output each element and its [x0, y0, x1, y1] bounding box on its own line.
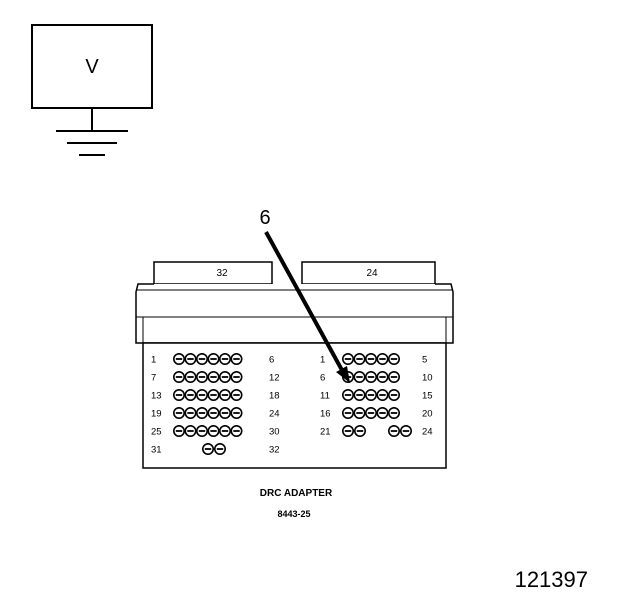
pin-socket-icon — [214, 442, 227, 455]
pin-range-start: 21 — [320, 427, 331, 438]
pin-socket-icon — [387, 388, 400, 401]
pin-socket-icon — [196, 388, 209, 401]
callout-number: 6 — [259, 207, 270, 229]
adapter-caption-name: DRC ADAPTER — [260, 488, 333, 499]
pin-range-end: 32 — [269, 445, 280, 456]
pin-socket-icon — [387, 424, 400, 437]
pin-socket-icon — [341, 406, 354, 419]
pin-socket-icon — [173, 370, 186, 383]
pin-range-end: 18 — [269, 391, 280, 402]
pin-range-end: 12 — [269, 373, 280, 384]
pin-range-end: 24 — [269, 409, 280, 420]
pin-socket-icon — [207, 370, 220, 383]
pin-socket-icon — [202, 442, 215, 455]
pin-range-start: 11 — [320, 391, 330, 402]
pin-socket-icon — [353, 388, 366, 401]
pin-range-start: 6 — [320, 373, 325, 384]
adapter-top-shell — [135, 283, 454, 344]
pin-socket-icon — [219, 424, 232, 437]
pin-socket-icon — [184, 424, 197, 437]
pin-socket-icon — [387, 352, 400, 365]
callout-arrow — [264, 231, 345, 373]
pin-socket-icon — [173, 388, 186, 401]
pin-range-end: 20 — [422, 409, 433, 420]
pin-range-end: 6 — [269, 355, 274, 366]
pin-socket-icon — [364, 370, 377, 383]
pin-range-start: 13 — [151, 391, 162, 402]
pin-socket-icon — [173, 406, 186, 419]
pin-socket-icon — [399, 424, 412, 437]
callout-arrowhead — [336, 366, 350, 383]
pin-socket-icon — [230, 388, 243, 401]
pin-socket-icon — [364, 406, 377, 419]
pin-socket-icon — [230, 370, 243, 383]
pin-socket-icon — [173, 352, 186, 365]
pin-socket-icon — [376, 352, 389, 365]
pin-range-start: 16 — [320, 409, 331, 420]
pin-range-end: 5 — [422, 355, 427, 366]
pin-socket-icon — [364, 388, 377, 401]
pin-socket-icon — [207, 424, 220, 437]
pin-socket-icon — [353, 406, 366, 419]
pin-range-end: 15 — [422, 391, 433, 402]
pin-socket-icon — [353, 352, 366, 365]
adapter-caption-part: 8443-25 — [277, 509, 310, 519]
connector-right-tab-label: 24 — [366, 268, 378, 279]
pin-socket-icon — [207, 388, 220, 401]
pin-socket-icon — [207, 352, 220, 365]
pin-socket-icon — [219, 406, 232, 419]
pin-socket-icon — [230, 352, 243, 365]
connector-left-tab — [153, 261, 273, 285]
pin-socket-icon — [219, 370, 232, 383]
voltmeter-label: V — [85, 56, 99, 78]
pin-socket-icon — [353, 370, 366, 383]
pin-socket-icon — [376, 388, 389, 401]
pin-socket-icon — [196, 424, 209, 437]
left-pin-grid: 1 6 7 12 13 18 19 24 25 30 31 32 — [151, 352, 280, 456]
pin-range-end: 24 — [422, 427, 433, 438]
pin-socket-icon — [387, 406, 400, 419]
pin-socket-icon — [196, 406, 209, 419]
pin-socket-icon — [353, 424, 366, 437]
pin-range-start: 1 — [151, 355, 156, 366]
pin-socket-icon — [219, 352, 232, 365]
pin-socket-icon — [376, 370, 389, 383]
ground-icon — [56, 130, 128, 156]
pin-socket-icon — [173, 424, 186, 437]
pin-range-start: 1 — [320, 355, 325, 366]
pin-socket-icon — [364, 352, 377, 365]
pin-socket-icon — [196, 370, 209, 383]
figure-id: 121397 — [515, 567, 588, 592]
pin-range-start: 25 — [151, 427, 162, 438]
pin-socket-icon — [341, 388, 354, 401]
pin-range-start: 31 — [151, 445, 162, 456]
pin-socket-icon — [184, 406, 197, 419]
connector-left-tab-label: 32 — [216, 268, 228, 279]
pin-socket-icon — [230, 406, 243, 419]
pin-socket-icon — [219, 388, 232, 401]
pin-socket-icon — [207, 406, 220, 419]
pin-socket-icon — [387, 370, 400, 383]
pin-range-start: 7 — [151, 373, 156, 384]
pin-socket-icon — [196, 352, 209, 365]
pin-socket-icon — [230, 424, 243, 437]
pin-socket-icon — [341, 352, 354, 365]
pin-range-end: 30 — [269, 427, 280, 438]
pin-socket-icon — [184, 388, 197, 401]
pin-socket-icon — [341, 424, 354, 437]
pin-socket-icon — [376, 406, 389, 419]
pin-range-end: 10 — [422, 373, 433, 384]
pin-range-start: 19 — [151, 409, 162, 420]
pin-socket-icon — [184, 352, 197, 365]
pin-socket-icon — [184, 370, 197, 383]
